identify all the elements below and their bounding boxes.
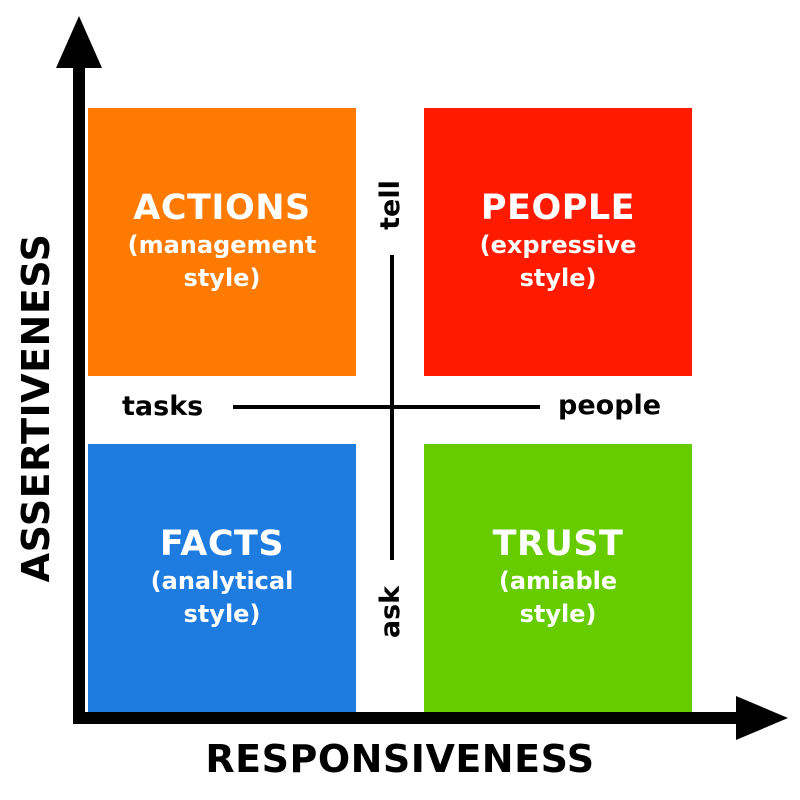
tell-label: tell — [375, 180, 406, 230]
facts-subtitle-line1: (analytical — [150, 567, 294, 595]
people-title: PEOPLE — [480, 188, 636, 228]
people-quadrant: PEOPLE (expressive style) — [424, 108, 692, 376]
trust-subtitle-line2: style) — [519, 600, 597, 628]
trust-title: TRUST — [492, 524, 624, 564]
trust-subtitle: (amiable style) — [499, 565, 617, 631]
facts-subtitle: (analytical style) — [151, 565, 294, 631]
actions-subtitle: (management style) — [128, 229, 317, 295]
people-subtitle-line1: (expressive — [479, 231, 637, 259]
tasks-label: tasks — [122, 391, 204, 422]
actions-subtitle-line2: style) — [183, 264, 261, 292]
facts-subtitle-line2: style) — [183, 600, 261, 628]
people-subtitle: (expressive style) — [480, 229, 637, 295]
actions-quadrant: ACTIONS (management style) — [88, 108, 356, 376]
trust-subtitle-line1: (amiable — [498, 567, 618, 595]
actions-title: ACTIONS — [133, 188, 311, 228]
facts-title: FACTS — [159, 524, 285, 564]
y-axis-label: ASSERTIVENESS — [14, 233, 58, 583]
people-label: people — [558, 390, 662, 421]
y-axis-arrowhead — [56, 16, 102, 68]
ask-label: ask — [375, 585, 406, 639]
x-axis-arrowhead — [736, 696, 788, 740]
trust-quadrant: TRUST (amiable style) — [424, 444, 692, 712]
actions-subtitle-line1: (management — [127, 231, 317, 259]
facts-quadrant: FACTS (analytical style) — [88, 444, 356, 712]
people-subtitle-line2: style) — [519, 264, 597, 292]
x-axis-label: RESPONSIVENESS — [205, 737, 595, 781]
